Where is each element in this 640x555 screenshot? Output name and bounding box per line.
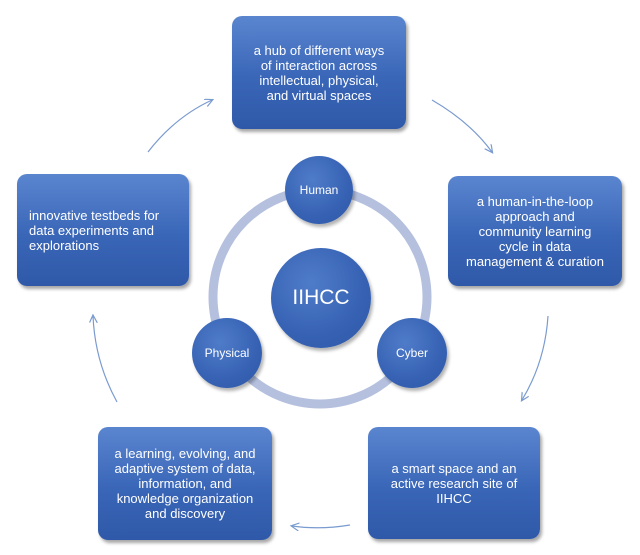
box-human-in-the-loop: a human-in-the-loop approach and communi… [448,176,622,286]
arrow-left-to-top [147,100,212,153]
box-human-in-the-loop-text: a human-in-the-loop approach and communi… [465,193,605,269]
node-cyber-label: Cyber [395,346,428,360]
box-hub-of-interaction: a hub of different ways of interaction a… [232,16,406,129]
box-innovative-testbeds-text: innovative testbeds for data experiments… [29,207,160,253]
arrow-bottom-left-to-left [93,316,118,403]
box-learning-system: a learning, evolving, and adaptive syste… [98,427,272,540]
arrow-bottom-right-to-bottom-left [292,525,351,528]
arrow-top-to-right [431,99,492,152]
box-smart-space-text: a smart space and an active research sit… [390,460,518,506]
center-label: IIHCC [292,286,350,309]
center-circle-iihcc: IIHCC [271,248,371,348]
node-physical-label: Physical [204,346,250,360]
arrow-right-to-bottom-right [522,315,549,400]
node-human-label: Human [299,183,339,197]
node-cyber: Cyber [377,318,447,388]
box-innovative-testbeds: innovative testbeds for data experiments… [17,174,189,286]
box-learning-system-text: a learning, evolving, and adaptive syste… [114,446,256,521]
box-hub-of-interaction-text: a hub of different ways of interaction a… [253,42,385,103]
node-physical: Physical [192,318,262,388]
box-smart-space: a smart space and an active research sit… [368,427,540,539]
node-human: Human [285,156,353,224]
